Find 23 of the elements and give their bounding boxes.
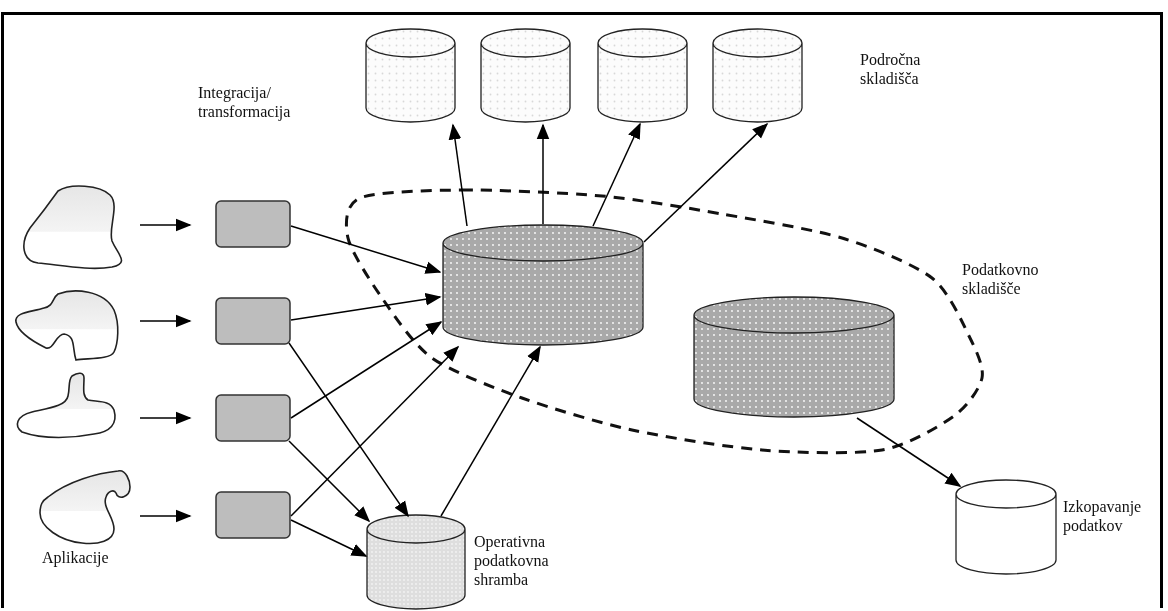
arrow	[290, 292, 442, 321]
arrow	[592, 122, 641, 227]
text-label: Integracija/ transformacija	[198, 83, 292, 122]
arrow	[536, 123, 550, 225]
node-caption: Operativna podatkovna shramba	[474, 532, 550, 590]
arrow	[290, 225, 442, 274]
text-label: Aplikacije	[42, 548, 110, 568]
arrow	[139, 314, 192, 328]
arrow	[856, 417, 962, 487]
arrow	[290, 321, 443, 419]
arrow	[290, 519, 368, 557]
arrow	[288, 440, 371, 523]
node-caption: Izkopavanje podatkov	[1063, 497, 1143, 536]
arrow	[139, 218, 192, 232]
text-label: Področna skladišča	[860, 50, 922, 89]
arrow	[440, 345, 541, 517]
arrow	[139, 411, 192, 425]
arrow	[448, 123, 468, 227]
arrow	[643, 122, 769, 243]
arrow	[288, 342, 409, 518]
arrow	[290, 345, 460, 517]
arrow	[139, 509, 192, 523]
region-label: Podatkovno skladišče	[962, 260, 1040, 299]
